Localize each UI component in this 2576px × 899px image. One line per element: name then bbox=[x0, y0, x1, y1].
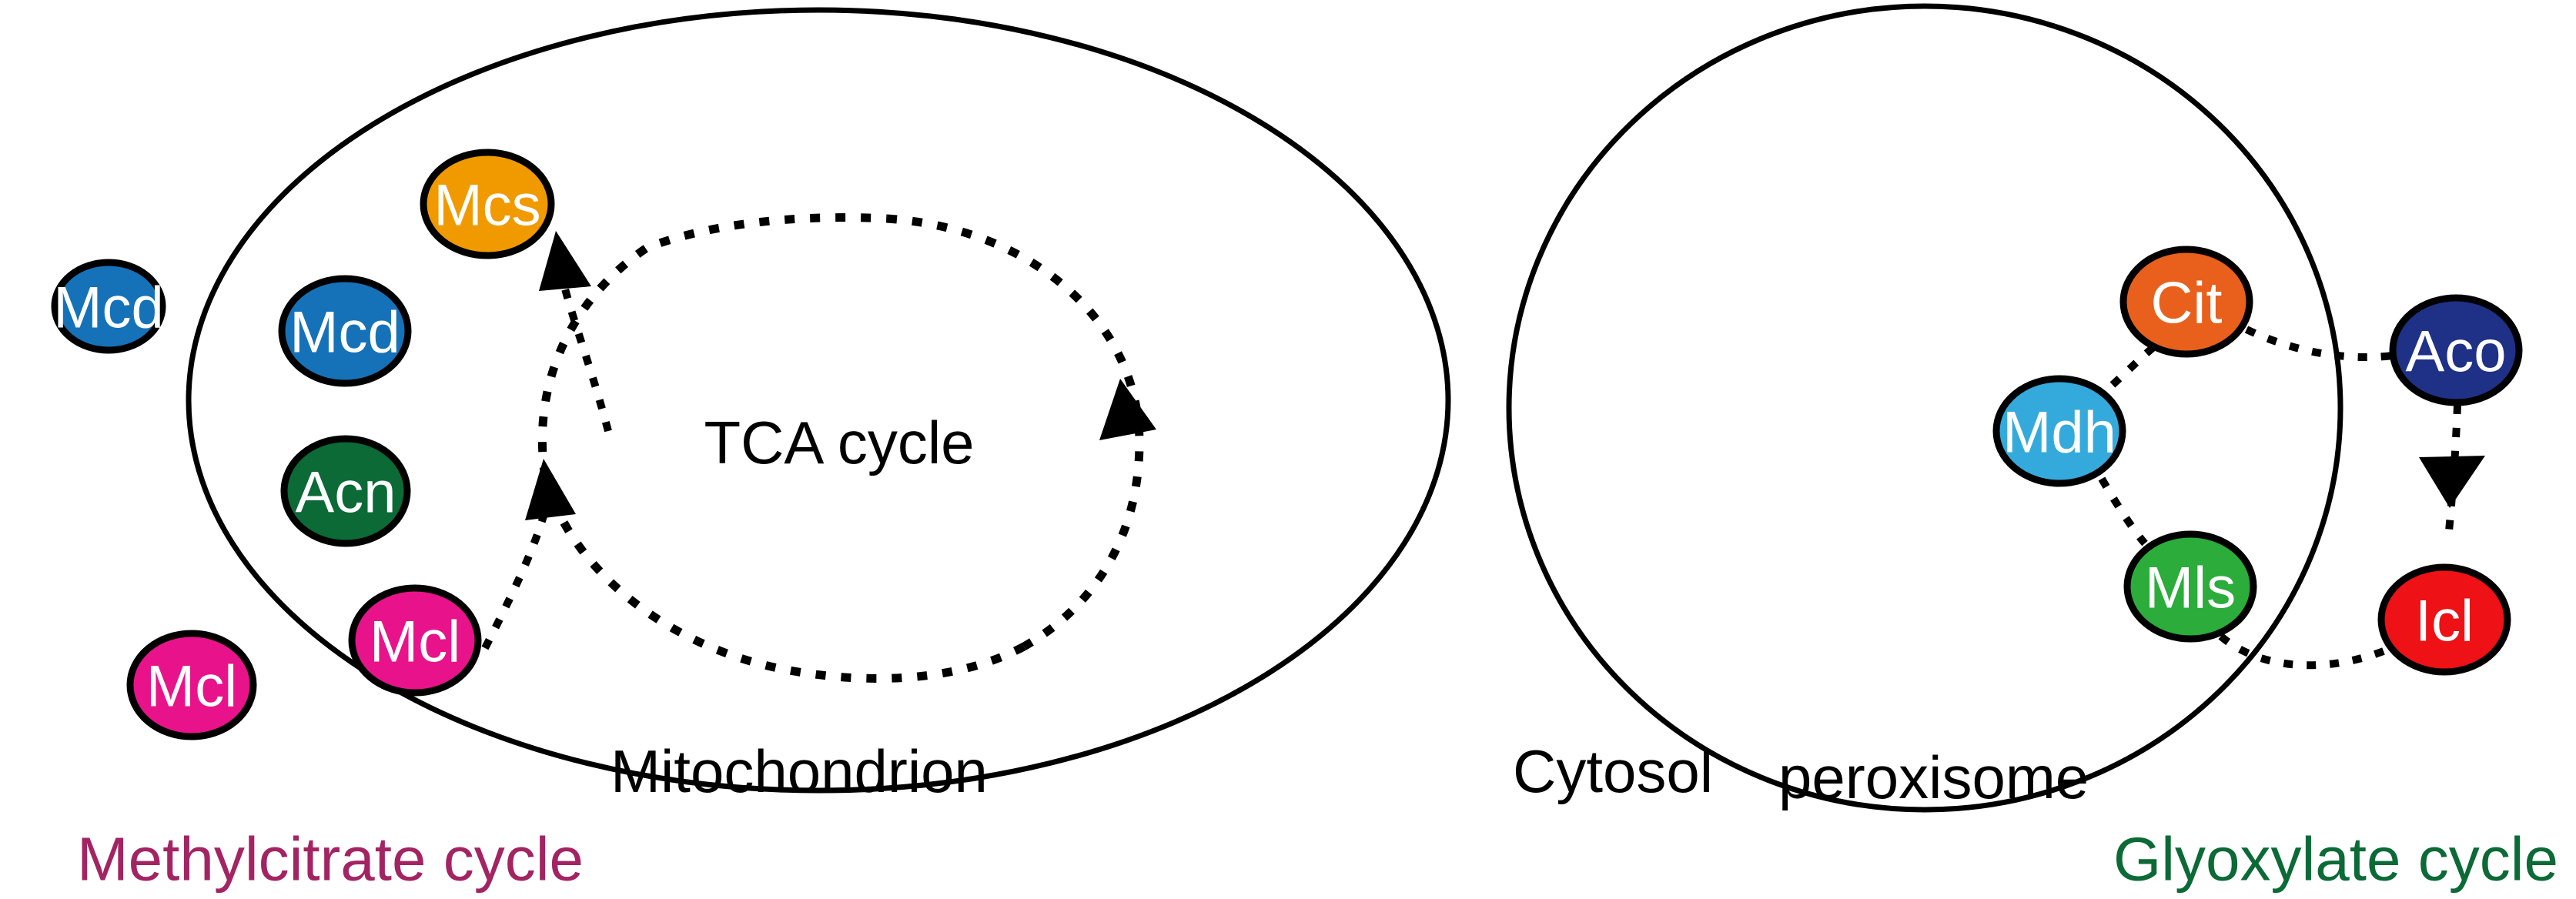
node-label-mcd-cytosol: Mcd bbox=[53, 276, 164, 341]
node-label-mcl-mitochondrion: Mcl bbox=[370, 610, 460, 675]
icl-to-mls-connector bbox=[2217, 633, 2385, 670]
aco-to-icl-arrowhead bbox=[2419, 456, 2485, 508]
mdh-to-mls-connector bbox=[2098, 476, 2148, 546]
mdh-to-cit-connector bbox=[2109, 339, 2163, 388]
peroxisome-outline bbox=[1506, 3, 2343, 813]
node-acn-mitochondrion[interactable]: Acn bbox=[280, 435, 411, 547]
mitochondrion-outline bbox=[186, 7, 1451, 794]
methylcitrate-cycle-caption: Methylcitrate cycle bbox=[77, 825, 584, 894]
node-mcd-cytosol[interactable]: Mcd bbox=[51, 259, 166, 354]
glyoxylate-cycle-caption: Glyoxylate cycle bbox=[2113, 825, 2558, 894]
cytosol-label: Cytosol bbox=[1513, 737, 1713, 805]
node-mls-peroxisome[interactable]: Mls bbox=[2123, 530, 2257, 643]
node-label-cit-peroxisome: Cit bbox=[2151, 271, 2223, 336]
node-mcl-mitochondrion[interactable]: Mcl bbox=[348, 584, 482, 697]
node-label-icl-cytosol: Icl bbox=[2415, 589, 2474, 654]
node-mcl-cytosol[interactable]: Mcl bbox=[126, 630, 257, 740]
node-label-mcs-mitochondrion: Mcs bbox=[433, 173, 540, 239]
peroxisome-label: peroxisome bbox=[1778, 744, 2089, 811]
node-label-acn-mitochondrion: Acn bbox=[296, 460, 396, 526]
node-mcs-mitochondrion[interactable]: Mcs bbox=[420, 149, 555, 259]
tca-cycle-loop-lower bbox=[540, 476, 1026, 683]
node-mcd-mitochondrion[interactable]: Mcd bbox=[278, 275, 412, 387]
node-label-aco-cytosol: Aco bbox=[2406, 319, 2507, 385]
node-label-mcl-cytosol: Mcl bbox=[146, 654, 237, 720]
tca-cycle-loop-upper-left bbox=[537, 213, 888, 478]
mitochondrion-label: Mitochondrion bbox=[611, 737, 988, 805]
mcl-to-tca-connector bbox=[481, 497, 552, 650]
tca-cycle-loop-arrow bbox=[886, 214, 1144, 650]
mcl-to-tca-arrowhead bbox=[525, 459, 576, 520]
tca-loop-arrowhead bbox=[1099, 379, 1156, 440]
node-mdh-peroxisome[interactable]: Mdh bbox=[1992, 375, 2126, 487]
tca-cycle-label: TCA cycle bbox=[704, 409, 974, 476]
node-aco-cytosol[interactable]: Aco bbox=[2389, 294, 2523, 406]
node-label-mdh-peroxisome: Mdh bbox=[2002, 400, 2116, 466]
cit-to-aco-connector bbox=[2244, 326, 2394, 362]
node-icl-cytosol[interactable]: Icl bbox=[2377, 563, 2511, 676]
mcs-to-tca-connector bbox=[557, 269, 612, 433]
node-cit-peroxisome[interactable]: Cit bbox=[2119, 246, 2253, 358]
node-label-mcd-mitochondrion: Mcd bbox=[289, 300, 400, 366]
node-label-mls-peroxisome: Mls bbox=[2145, 556, 2236, 621]
aco-to-icl-connector bbox=[2444, 404, 2461, 540]
mcs-to-tca-arrowhead bbox=[539, 231, 591, 291]
